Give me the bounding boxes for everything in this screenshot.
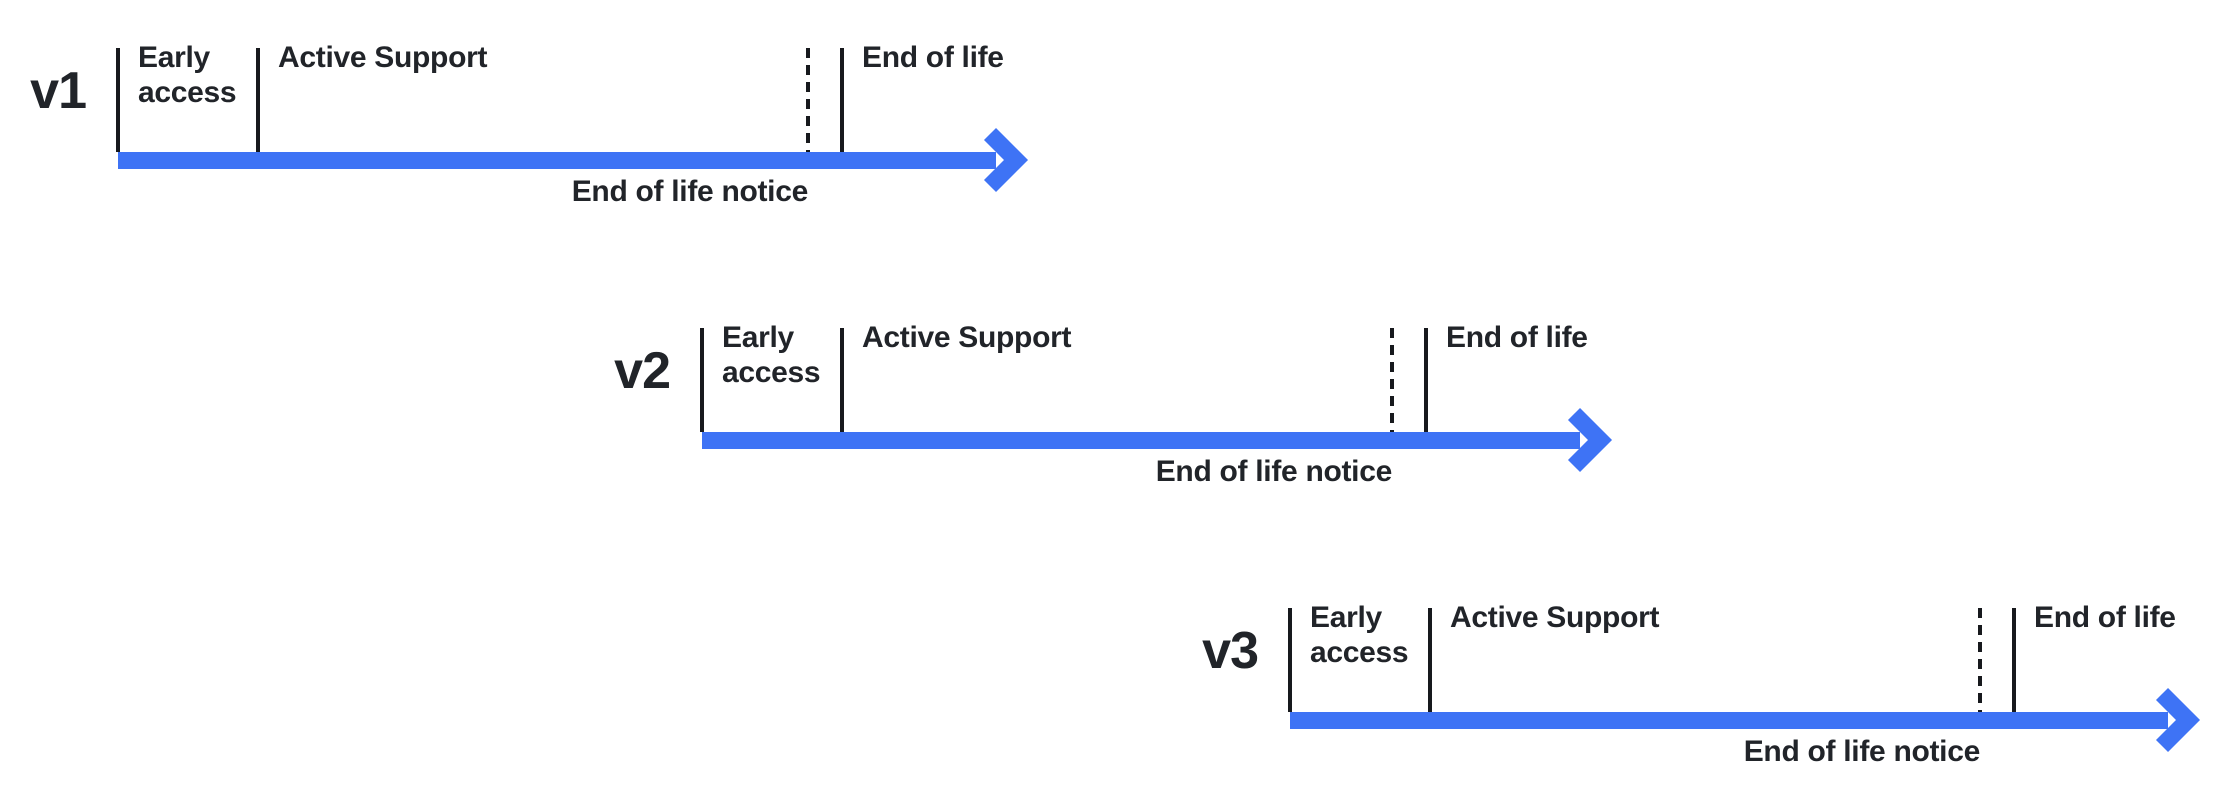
end-of-life-label: End of life	[862, 41, 1004, 74]
end-of-life-notice-label: End of life notice	[1155, 455, 1393, 488]
version-label-v2: v2	[614, 342, 671, 400]
end-of-life-label: End of life	[2034, 601, 2176, 634]
end-of-life-notice-label: End of life notice	[1743, 735, 1981, 768]
end-of-life-notice-dashed-line	[806, 48, 810, 152]
timeline-arrow-icon	[118, 127, 1029, 193]
early-access-label: Early access	[138, 41, 237, 109]
early-access-label: Early access	[1310, 601, 1409, 669]
timeline-v3: v3 Early access Active Support End of li…	[1202, 601, 2210, 812]
active-support-start-tick	[840, 328, 844, 432]
timeline-v2: v2 Early access Active Support End of li…	[614, 321, 1622, 543]
active-support-label: Active Support	[1450, 601, 1660, 634]
end-of-life-notice-dashed-line	[1978, 608, 1982, 712]
version-label-v1: v1	[30, 62, 87, 120]
end-of-life-tick	[2012, 608, 2016, 712]
active-support-label: Active Support	[862, 321, 1072, 354]
active-support-start-tick	[256, 48, 260, 152]
end-of-life-notice-label: End of life notice	[571, 175, 809, 208]
early-access-start-tick	[700, 328, 704, 432]
version-label-v3: v3	[1202, 622, 1259, 680]
early-access-start-tick	[116, 48, 120, 152]
end-of-life-label: End of life	[1446, 321, 1588, 354]
timeline-v1: v1 Early access Active Support End of li…	[30, 41, 1038, 263]
timeline-arrow-icon	[702, 407, 1613, 473]
timeline-arrow-icon	[1290, 687, 2201, 753]
end-of-life-tick	[1424, 328, 1428, 432]
early-access-label: Early access	[722, 321, 821, 389]
end-of-life-tick	[840, 48, 844, 152]
end-of-life-notice-dashed-line	[1390, 328, 1394, 432]
active-support-label: Active Support	[278, 41, 488, 74]
active-support-start-tick	[1428, 608, 1432, 712]
early-access-start-tick	[1288, 608, 1292, 712]
